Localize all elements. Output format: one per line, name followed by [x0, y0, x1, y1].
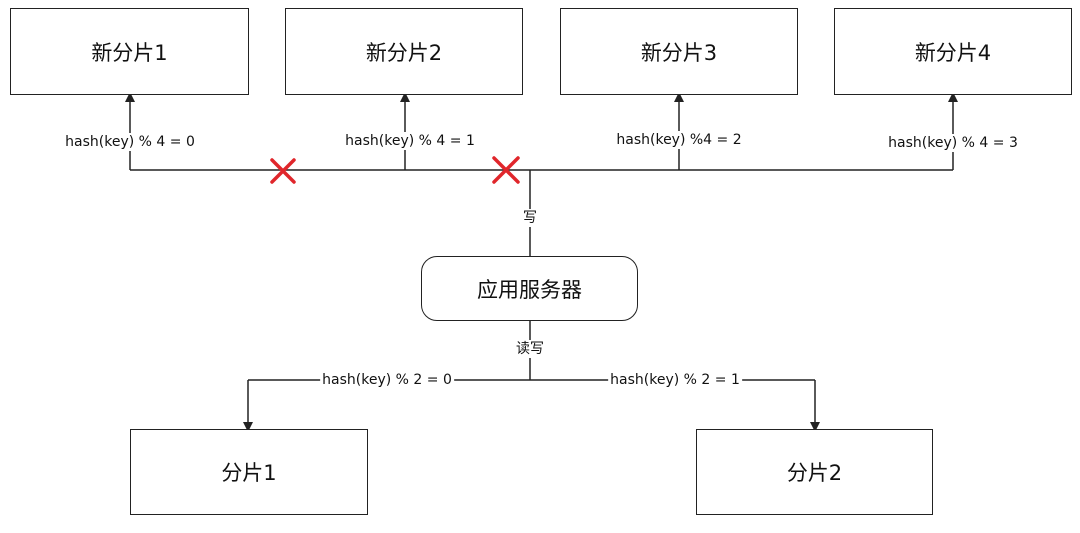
new-shard-box-3: 新分片3: [560, 8, 798, 95]
app-server-label: 应用服务器: [477, 277, 582, 302]
new-shard-label: 新分片4: [914, 40, 992, 65]
shard-condition-1: hash(key) % 2 = 0: [320, 371, 454, 389]
shard-box-2: 分片2: [696, 429, 933, 515]
shard-condition-2: hash(key) % 2 = 1: [608, 371, 742, 389]
new-shard-condition-1: hash(key) % 4 = 0: [63, 133, 197, 151]
cross-icon: [270, 158, 296, 184]
read-write-label: 读写: [514, 340, 546, 358]
shard-box-1: 分片1: [130, 429, 368, 515]
new-shard-condition-4: hash(key) % 4 = 3: [886, 134, 1020, 152]
new-shard-label: 新分片3: [640, 40, 718, 65]
new-shard-condition-3: hash(key) %4 = 2: [614, 131, 744, 149]
new-shard-label: 新分片1: [91, 40, 168, 65]
new-shard-label: 新分片2: [365, 40, 443, 65]
new-shard-condition-2: hash(key) % 4 = 1: [343, 132, 477, 150]
new-shard-box-4: 新分片4: [834, 8, 1072, 95]
write-label: 写: [521, 209, 539, 227]
new-shard-box-2: 新分片2: [285, 8, 523, 95]
app-server-box: 应用服务器: [421, 256, 638, 321]
new-shard-box-1: 新分片1: [10, 8, 249, 95]
shard-label: 分片2: [786, 461, 843, 485]
shard-label: 分片1: [221, 461, 277, 485]
cross-icon: [492, 156, 520, 184]
